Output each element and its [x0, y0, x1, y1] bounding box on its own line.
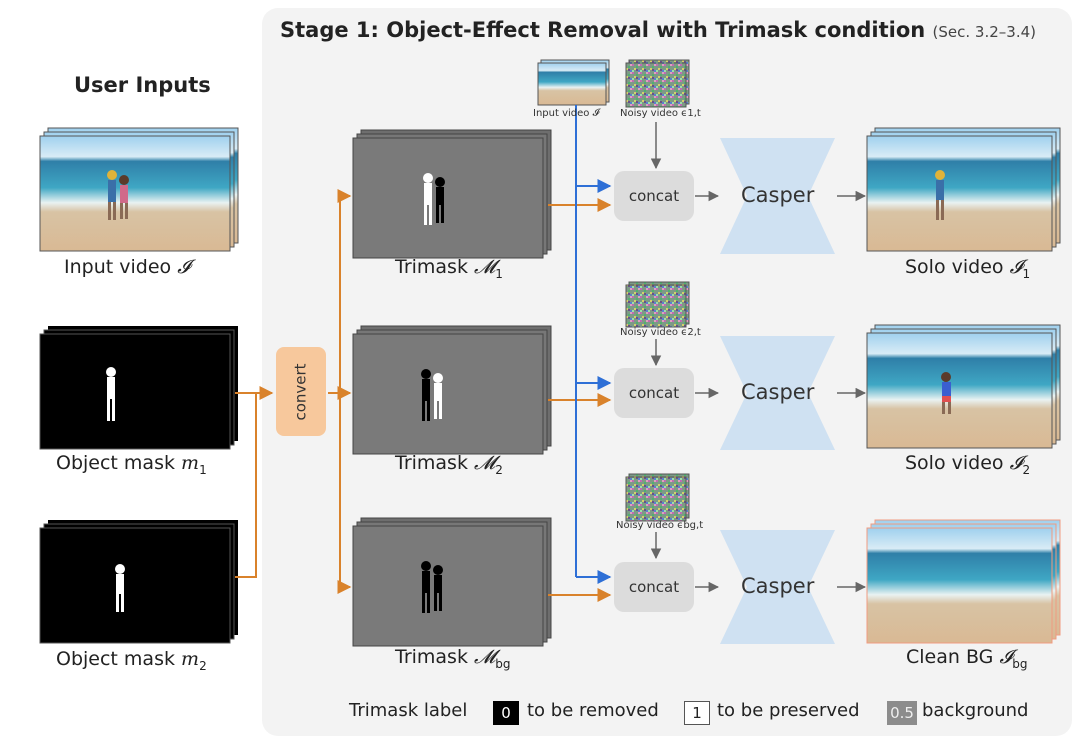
object-mask-2-label: Object mask m2: [56, 648, 207, 673]
gray-arrows: [650, 122, 867, 593]
mask-1-symbol: m: [181, 452, 200, 474]
blue-arrows: [575, 105, 612, 584]
legend-swatch-preserved: 1: [684, 701, 710, 725]
solo-video-2-stack: [866, 324, 1061, 449]
legend-title: Trimask label: [349, 700, 468, 721]
trimask-2-label-text: Trimask: [395, 452, 468, 474]
input-video-symbol: 𝓘: [177, 256, 191, 278]
mask-2-silhouette: [115, 564, 125, 612]
concat-3-label: concat: [628, 578, 680, 596]
noisy-video-1-thumb: [625, 59, 690, 108]
trimask-bg-stack: [352, 517, 552, 647]
input-video-stack: [39, 127, 239, 252]
stage-section-ref: (Sec. 3.2–3.4): [932, 23, 1036, 41]
legend-text-preserved: to be preserved: [717, 700, 860, 721]
casper-3-label: Casper: [741, 574, 815, 598]
children-figure: [107, 170, 129, 220]
input-video-label-text: Input video: [64, 256, 172, 278]
trimask-2-sub: 2: [495, 462, 503, 477]
convert-label: convert: [292, 362, 310, 421]
clean-bg-stack: [866, 519, 1061, 644]
clean-bg-label-text: Clean BG: [906, 646, 994, 668]
solo-video-1-symbol: 𝓘: [1009, 256, 1023, 278]
concat-1-label: concat: [628, 187, 680, 205]
legend-swatch-background: 0.5: [887, 701, 917, 725]
casper-2-label: Casper: [741, 380, 815, 404]
trimask-1-label: Trimask 𝓜1: [395, 256, 503, 281]
clean-bg-sub: bg: [1012, 656, 1028, 671]
mask-1-silhouette: [106, 367, 116, 421]
solo-video-1-stack: [866, 127, 1061, 252]
casper-1-label: Casper: [741, 183, 815, 207]
input-video-label: Input video 𝓘: [64, 256, 190, 278]
mask-1-sub: 1: [199, 462, 207, 477]
concat-box-2: concat: [614, 368, 694, 418]
object-mask-1-label-text: Object mask: [56, 452, 175, 474]
stage-title-text: Stage 1: Object-Effect Removal with Trim…: [280, 18, 926, 42]
solo-video-1-label: Solo video 𝓘1: [905, 256, 1030, 281]
concat-2-label: concat: [628, 384, 680, 402]
solo-video-2-symbol: 𝓘: [1009, 452, 1023, 474]
input-video-thumb-caption: Input video 𝓘: [533, 108, 600, 119]
convert-box: convert: [276, 347, 326, 436]
trimask-1-stack: [352, 129, 552, 259]
trimask-1-sub: 1: [495, 266, 503, 281]
trimask-1-label-text: Trimask: [395, 256, 468, 278]
trimask-bg-symbol: 𝓜: [474, 646, 496, 668]
object-mask-2-label-text: Object mask: [56, 648, 175, 670]
trimask-bg-label-text: Trimask: [395, 646, 468, 668]
object-mask-2-stack: [39, 520, 238, 644]
legend-text-removed: to be removed: [527, 700, 659, 721]
user-inputs-title: User Inputs: [74, 73, 211, 97]
input-video-thumb: [537, 59, 610, 106]
solo-video-2-label-text: Solo video: [905, 452, 1004, 474]
trimask-bg-label: Trimask 𝓜bg: [395, 646, 511, 671]
object-mask-1-stack: [39, 326, 238, 450]
solo-video-2-sub: 2: [1022, 462, 1031, 477]
trimask-2-stack: [352, 325, 552, 455]
concat-box-1: concat: [614, 171, 694, 221]
noisy-video-2-caption: Noisy video ϵ2,t: [620, 327, 701, 338]
trimask-1-figures: [423, 173, 445, 225]
mask-2-sub: 2: [199, 658, 207, 673]
casper-3-shape: [720, 530, 835, 644]
trimask-2-figures: [421, 369, 443, 421]
concat-box-3: concat: [614, 562, 694, 612]
orange-arrows: [235, 189, 612, 602]
object-mask-1-label: Object mask m1: [56, 452, 207, 477]
clean-bg-symbol: 𝓘: [999, 646, 1013, 668]
casper-2-shape: [720, 336, 835, 450]
solo-video-2-label: Solo video 𝓘2: [905, 452, 1030, 477]
trimask-bg-sub: bg: [495, 656, 511, 671]
solo-video-1-sub: 1: [1022, 266, 1031, 281]
noisy-video-1-caption: Noisy video ϵ1,t: [620, 108, 701, 119]
solo-child-1: [935, 170, 945, 220]
noisy-video-3-caption: Noisy video ϵbg,t: [616, 520, 704, 531]
trimask-bg-figures: [421, 561, 443, 613]
solo-video-1-label-text: Solo video: [905, 256, 1004, 278]
noisy-video-3-thumb: [625, 473, 690, 522]
legend-text-background: background: [922, 700, 1029, 721]
noisy-video-2-thumb: [625, 281, 690, 328]
mask-2-symbol: m: [181, 648, 200, 670]
trimask-1-symbol: 𝓜: [474, 256, 496, 278]
legend-swatch-removed: 0: [493, 701, 519, 725]
stage-title: Stage 1: Object-Effect Removal with Trim…: [280, 18, 1036, 42]
clean-bg-label: Clean BG 𝓘bg: [906, 646, 1028, 671]
trimask-2-label: Trimask 𝓜2: [395, 452, 503, 477]
trimask-2-symbol: 𝓜: [474, 452, 496, 474]
casper-1-shape: [720, 138, 835, 254]
solo-child-2: [941, 372, 951, 414]
